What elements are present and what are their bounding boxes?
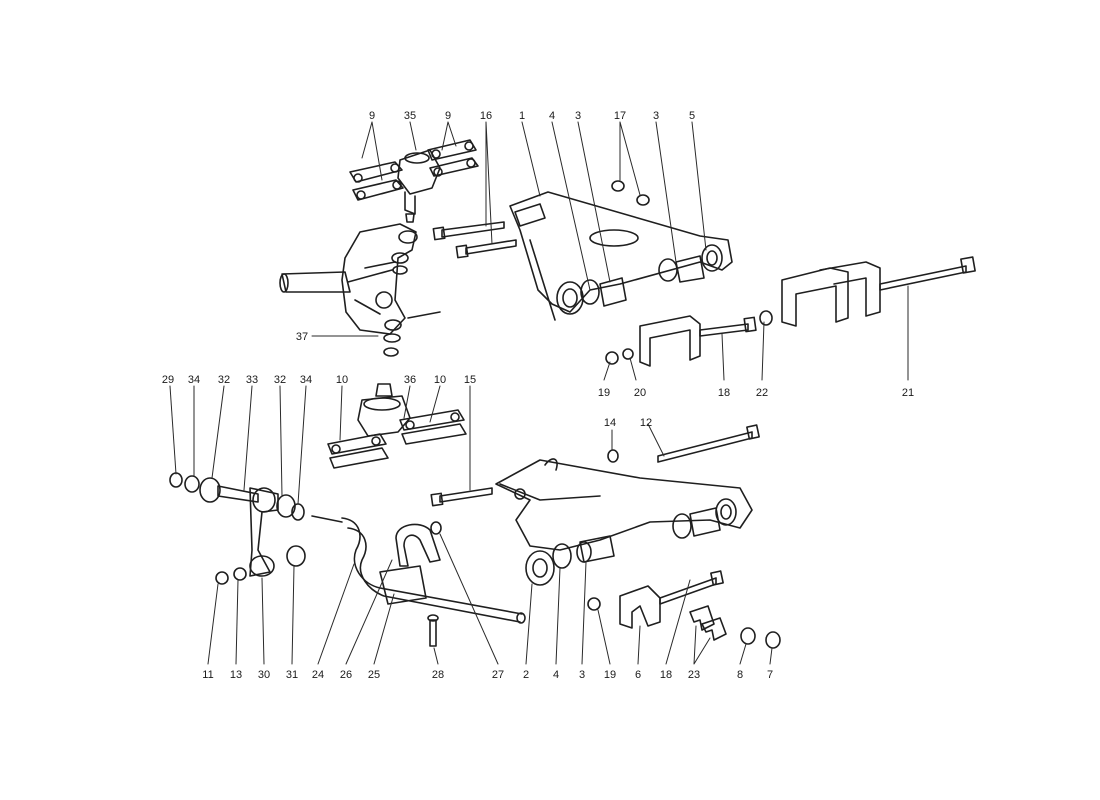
part-labels-top: 9 35 9 16 1 4 3 17 3 5 [369,110,695,122]
part-label: 4 [549,110,555,122]
part-label: 3 [575,110,581,122]
part-label: 17 [614,110,626,122]
part-label: 15 [464,374,476,386]
part-label: 32 [218,374,230,386]
part-label: 18 [660,669,672,681]
upper-shackle-plates-right [427,139,479,177]
part-label: 9 [369,110,375,122]
part-label: 14 [604,417,616,429]
part-label: 28 [432,669,444,681]
part-label: 10 [336,374,348,386]
part-label: 32 [274,374,286,386]
part-label: 13 [230,669,242,681]
part-label: 12 [640,417,652,429]
mounting-bracket-small [605,310,773,367]
part-label: 31 [286,669,298,681]
anti-roll-bar [311,515,526,647]
shims-and-nuts [689,605,781,649]
part-labels-bottom: 11 13 30 31 24 26 25 28 27 2 4 3 19 6 18… [202,669,773,681]
part-label: 25 [368,669,380,681]
part-label: 35 [404,110,416,122]
part-label: 21 [902,387,914,399]
lower-ball-joint [357,383,411,437]
part-label: 24 [312,669,324,681]
part-label: 30 [258,669,270,681]
part-label: 10 [434,374,446,386]
lower-wishbone [495,424,760,551]
part-label: 16 [480,110,492,122]
upper-arm-bushings [556,180,723,315]
part-label: 18 [718,387,730,399]
part-label: 1 [519,110,525,122]
part-label: 3 [653,110,659,122]
upper-arm-bolts [432,221,517,259]
steering-knuckle [279,223,418,335]
part-label: 22 [756,387,768,399]
part-label: 19 [604,669,616,681]
part-label: 37 [296,331,308,343]
part-labels-upper-right: 19 20 18 22 21 [598,387,914,399]
lower-arm-bushings [525,498,737,586]
part-labels-middle-left: 29 34 32 33 32 34 10 36 10 15 [162,374,476,386]
part-label: 26 [340,669,352,681]
part-label: 11 [202,669,213,681]
part-label: 2 [523,669,529,681]
part-label: 23 [688,669,700,681]
part-label: 33 [246,374,258,386]
upper-shackle-plates-left [349,161,404,201]
part-label: 34 [300,374,312,386]
stabilizer-link [169,472,306,585]
part-label: 27 [492,669,504,681]
part-label: 7 [767,669,773,681]
knuckle-nuts-and-pins [364,252,441,357]
leader-lines [169,121,909,665]
part-label: 36 [404,374,416,386]
part-label: 9 [445,110,451,122]
part-label: 3 [579,669,585,681]
lower-arm-bolt [430,487,493,507]
part-label: 29 [162,374,174,386]
part-label: 19 [598,387,610,399]
part-label: 4 [553,669,559,681]
part-label: 34 [188,374,200,386]
part-label: 5 [689,110,695,122]
mounting-bracket-large [781,256,976,327]
part-label: 8 [737,669,743,681]
part-label: 6 [635,669,641,681]
lower-mounting-bracket [587,570,724,629]
lower-shackle-plates [327,409,467,469]
part-label: 20 [634,387,646,399]
upper-ball-joint [397,149,441,223]
part-labels-middle-right: 14 12 [604,417,652,429]
